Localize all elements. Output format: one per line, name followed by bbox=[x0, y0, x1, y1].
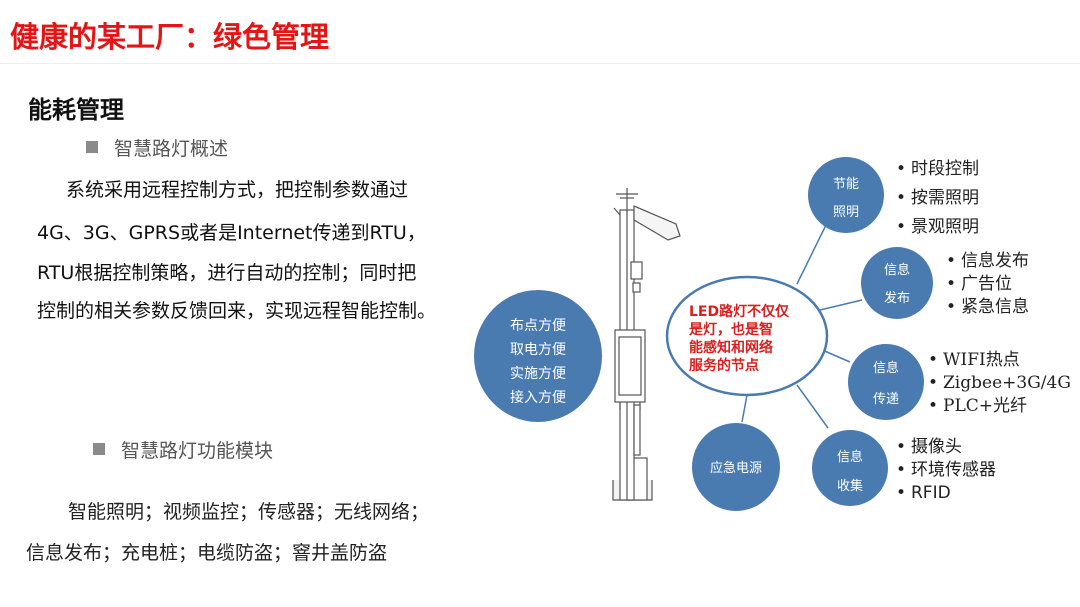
list-item: •摄像头 bbox=[896, 437, 962, 457]
node-info-collect-label-2: 收集 bbox=[837, 478, 863, 494]
node-info-collect-label-1: 信息 bbox=[837, 449, 863, 465]
center-ellipse bbox=[665, 275, 829, 397]
subheading-overview: 智慧路灯概述 bbox=[86, 134, 228, 161]
overview-line-3: RTU根据控制策略，进行自动的控制；同时把 bbox=[37, 262, 417, 284]
node-info-transfer-label-1: 信息 bbox=[873, 360, 899, 376]
list-item: •广告位 bbox=[946, 274, 1012, 294]
street-lamp-pole-illustration bbox=[612, 188, 681, 501]
pole-benefit-1: 布点方便 bbox=[510, 318, 566, 334]
node-emergency-power-label: 应急电源 bbox=[710, 460, 762, 476]
overview-line-4: 控制的相关参数反馈回来，实现远程智能控制。 bbox=[37, 300, 437, 322]
bullets-energy-lighting: •时段控制 •按需照明 •景观照明 bbox=[896, 158, 979, 239]
node-emergency-power bbox=[692, 423, 780, 511]
node-energy-lighting-label-1: 节能 bbox=[833, 177, 859, 192]
node-info-publish bbox=[861, 247, 933, 319]
node-info-transfer bbox=[848, 344, 924, 420]
bullets-info-collect: •摄像头 •环境传感器 •RFID bbox=[896, 436, 996, 505]
center-text-line-1: LED路灯不仅仅 bbox=[689, 303, 790, 320]
list-item: •景观照明 bbox=[896, 217, 979, 237]
bullets-info-transfer: •WIFI热点 •Zigbee+3G/4G •PLC+光纤 bbox=[928, 349, 1071, 418]
list-item: •环境传感器 bbox=[896, 460, 996, 480]
section-heading: 能耗管理 bbox=[28, 96, 124, 124]
square-bullet-icon bbox=[86, 141, 98, 153]
node-info-publish-label-2: 发布 bbox=[884, 290, 910, 306]
slide-title: 健康的某工厂：绿色管理 bbox=[10, 20, 330, 54]
list-item: •时段控制 bbox=[896, 159, 979, 179]
center-text-line-4: 服务的节点 bbox=[689, 357, 759, 374]
center-text-line-2: 是灯，也是智 bbox=[689, 321, 773, 338]
modules-line-1: 智能照明；视频监控；传感器；无线网络； bbox=[68, 501, 430, 523]
node-info-collect bbox=[812, 430, 888, 506]
list-item: •Zigbee+3G/4G bbox=[928, 373, 1071, 393]
list-item: •信息发布 bbox=[946, 251, 1029, 271]
overview-line-1: 系统采用远程控制方式，把控制参数通过 bbox=[66, 179, 409, 201]
subheading-modules: 智慧路灯功能模块 bbox=[93, 436, 273, 463]
list-item: •按需照明 bbox=[896, 188, 979, 208]
node-info-transfer-label-2: 传递 bbox=[873, 392, 899, 407]
pole-benefit-4: 接入方便 bbox=[510, 389, 566, 406]
overview-line-2: 4G、3G、GPRS或者是Internet传递到RTU， bbox=[37, 222, 426, 244]
node-info-publish-label-1: 信息 bbox=[884, 262, 910, 278]
list-item: •RFID bbox=[896, 483, 951, 503]
list-item: •WIFI热点 bbox=[928, 350, 1020, 370]
node-energy-lighting-label-2: 照明 bbox=[833, 205, 859, 220]
pole-benefits-circle bbox=[474, 290, 602, 422]
list-item: •紧急信息 bbox=[946, 297, 1029, 317]
pole-benefit-2: 取电方便 bbox=[510, 342, 566, 358]
square-bullet-icon bbox=[93, 443, 105, 455]
smart-streetlight-diagram: 布点方便 取电方便 实施方便 接入方便 LED路灯不仅仅 是灯，也是智 能感知和… bbox=[474, 157, 933, 511]
subheading-overview-text: 智慧路灯概述 bbox=[114, 138, 229, 160]
subheading-modules-text: 智慧路灯功能模块 bbox=[121, 440, 274, 462]
pole-benefit-3: 实施方便 bbox=[510, 366, 566, 382]
modules-line-2: 信息发布；充电桩；电缆防盗；窨井盖防盗 bbox=[26, 542, 388, 564]
bullets-info-publish: •信息发布 •广告位 •紧急信息 bbox=[946, 250, 1029, 319]
center-text-line-3: 能感知和网络 bbox=[689, 339, 773, 356]
title-divider bbox=[0, 63, 1080, 64]
list-item: •PLC+光纤 bbox=[928, 396, 1027, 416]
node-energy-lighting bbox=[808, 157, 884, 233]
